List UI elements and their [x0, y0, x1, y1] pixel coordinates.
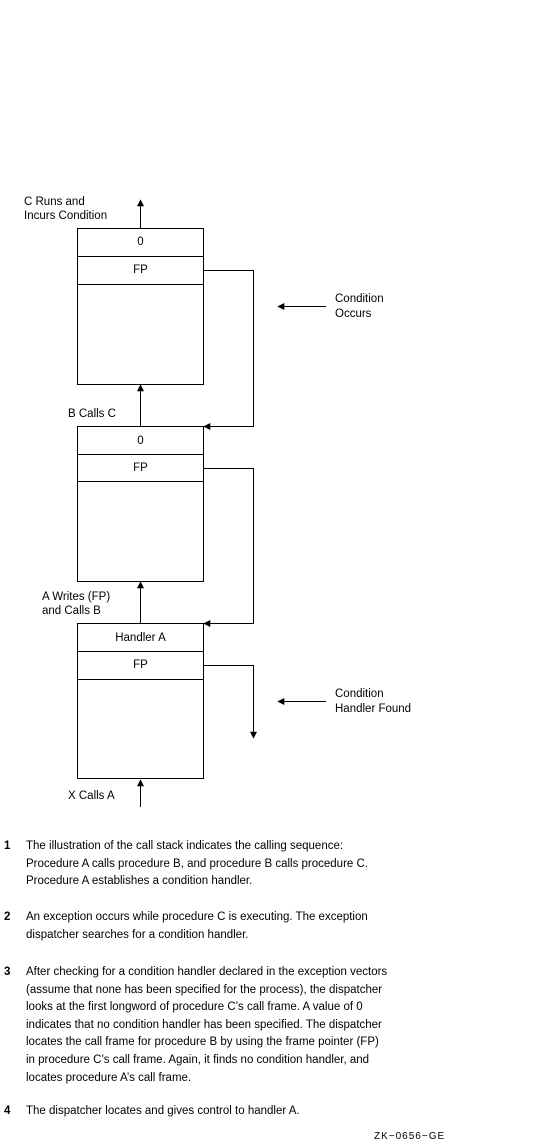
note-line: locates procedure A’s call frame.	[26, 1071, 192, 1084]
label-c-runs-line2: Incurs Condition	[24, 210, 108, 222]
frame-a-top-cell: Handler A	[115, 632, 166, 644]
frame-a-box	[77, 623, 204, 779]
label-handler-found-line1: Condition	[335, 688, 384, 700]
frame-a-fp-cell: FP	[133, 659, 148, 671]
fp-link-a-handler	[203, 665, 257, 739]
figure-id: ZK−0656−GE	[374, 1131, 446, 1142]
note-line: After checking for a condition handler d…	[26, 966, 388, 978]
note-line: dispatcher searches for a condition hand…	[26, 928, 249, 941]
frame-b-box	[77, 426, 204, 582]
label-x-calls-a: X Calls A	[68, 790, 115, 802]
frame-c-top-cell: 0	[137, 236, 144, 248]
note-number: 2	[4, 911, 11, 923]
note-line: locates the call frame for procedure B b…	[26, 1036, 379, 1049]
frame-c-box	[77, 228, 204, 385]
label-b-calls-c: B Calls C	[68, 408, 116, 420]
note-line: The illustration of the call stack indic…	[26, 840, 344, 852]
fp-link-b-to-a	[203, 468, 254, 627]
label-condition-occurs-line1: Condition	[335, 293, 384, 305]
note-line: in procedure C’s call frame. Again, it f…	[26, 1053, 370, 1066]
note-line: The dispatcher locates and gives control…	[26, 1105, 300, 1117]
note-line: looks at the first longword of procedure…	[26, 1001, 363, 1014]
label-c-runs-line1: C Runs and	[24, 196, 85, 208]
note-text: The dispatcher locates and gives control…	[26, 1103, 466, 1121]
note-line: (assume that none has been specified for…	[26, 983, 383, 996]
frame-b-top-cell: 0	[137, 435, 144, 447]
note-line: An exception occurs while procedure C is…	[26, 911, 368, 923]
note-line: Procedure A calls procedure B, and proce…	[26, 857, 368, 870]
frame-b-fp-cell: FP	[133, 462, 148, 474]
note-number: 4	[4, 1105, 11, 1117]
label-condition-occurs-line2: Occurs	[335, 308, 372, 320]
note-number: 1	[4, 840, 11, 852]
frame-c-fp-cell: FP	[133, 264, 148, 276]
note-line: Procedure A establishes a condition hand…	[26, 875, 253, 888]
note-text: The illustration of the call stack indic…	[26, 838, 466, 891]
note-text: After checking for a condition handler d…	[26, 964, 466, 1087]
fp-link-c-to-b	[203, 270, 254, 430]
label-a-writes-line2: and Calls B	[42, 605, 101, 617]
label-a-writes-line1: A Writes (FP)	[42, 591, 111, 603]
note-number: 3	[4, 966, 11, 978]
note-line: indicates that no condition handler has …	[26, 1018, 382, 1031]
call-stack-diagram	[77, 199, 326, 807]
note-text: An exception occurs while procedure C is…	[26, 909, 466, 944]
label-handler-found-line2: Handler Found	[335, 703, 412, 715]
